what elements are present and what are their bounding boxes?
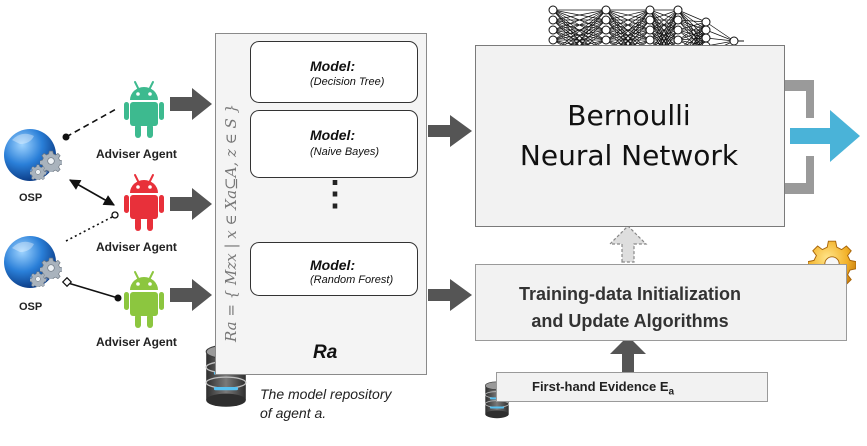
nn-node bbox=[673, 35, 683, 45]
training-algorithms-title: Training-data Initialization and Update … bbox=[518, 284, 741, 331]
android-agent-icon-2 bbox=[124, 174, 164, 232]
nn-edge bbox=[649, 29, 679, 41]
nn-edge bbox=[605, 29, 651, 41]
model-subtitle: (Decision Tree) bbox=[310, 76, 385, 88]
nn-edge bbox=[677, 21, 707, 41]
model-card-random-forest bbox=[250, 242, 418, 296]
osp-agent-connectors bbox=[61, 107, 122, 302]
nn-edge bbox=[677, 37, 707, 41]
nn-edge bbox=[705, 37, 735, 42]
nn-node bbox=[601, 5, 611, 15]
nn-edge bbox=[677, 29, 707, 41]
model-card-decision-tree bbox=[250, 41, 418, 103]
nn-edge bbox=[605, 9, 651, 31]
nn-edge bbox=[677, 19, 707, 23]
agent-label-3: Adviser Agent bbox=[96, 335, 177, 349]
nn-edge bbox=[705, 29, 735, 42]
nn-node bbox=[701, 17, 711, 27]
nn-node bbox=[548, 15, 558, 25]
evidence-label: First-hand Evidence Ea bbox=[532, 379, 675, 398]
model-title: Model: bbox=[310, 58, 356, 74]
agent-to-repo-arrows bbox=[170, 88, 212, 311]
nn-edge bbox=[552, 9, 607, 41]
nn-edge bbox=[552, 29, 607, 41]
model-card-naive-bayes bbox=[250, 110, 418, 178]
nn-node bbox=[673, 5, 683, 15]
nn-node bbox=[645, 35, 655, 45]
repo-output-arrows bbox=[428, 115, 472, 311]
training-to-bnn-arrow bbox=[608, 225, 648, 263]
model-subtitle: (Naive Bayes) bbox=[310, 146, 380, 158]
nn-edge bbox=[605, 19, 651, 41]
nn-node bbox=[645, 15, 655, 25]
nn-edge bbox=[649, 9, 679, 21]
nn-edge bbox=[649, 9, 679, 41]
nn-node bbox=[601, 35, 611, 45]
nn-node bbox=[601, 15, 611, 25]
model-subtitle: (Random Forest) bbox=[310, 274, 394, 286]
more-models-ellipsis: ⋮ bbox=[318, 175, 352, 213]
model-title: Model: bbox=[310, 257, 356, 273]
nn-edge bbox=[677, 9, 707, 23]
nn-edge bbox=[649, 9, 679, 31]
repository-label: Ra bbox=[313, 342, 338, 363]
nn-node bbox=[673, 15, 683, 25]
nn-node bbox=[548, 5, 558, 15]
model-title: Model: bbox=[310, 127, 356, 143]
nn-node bbox=[701, 25, 711, 35]
android-agent-icon-1 bbox=[124, 81, 164, 139]
nn-node bbox=[701, 33, 711, 43]
nn-node bbox=[601, 25, 611, 35]
nn-edge bbox=[552, 19, 607, 41]
nn-node bbox=[645, 25, 655, 35]
training-algorithms-box bbox=[475, 264, 847, 341]
nn-edge bbox=[705, 21, 735, 42]
osp-label-1: OSP bbox=[19, 192, 43, 204]
nn-node bbox=[548, 35, 558, 45]
agent-label-1: Adviser Agent bbox=[96, 147, 177, 161]
evidence-box bbox=[496, 372, 768, 402]
nn-edge bbox=[605, 9, 651, 41]
repository-caption: The model repository of agent a. bbox=[260, 386, 392, 421]
osp-globe-icon-1 bbox=[4, 129, 62, 181]
output-arrow-icon bbox=[790, 110, 860, 162]
nn-edge bbox=[649, 19, 679, 41]
bnn-box bbox=[475, 45, 785, 227]
nn-edge bbox=[605, 9, 651, 21]
nn-edge bbox=[677, 21, 707, 31]
nn-node bbox=[645, 5, 655, 15]
agent-label-2: Adviser Agent bbox=[96, 240, 177, 254]
evidence-to-training-arrow bbox=[610, 336, 646, 372]
nn-node bbox=[729, 36, 739, 46]
bnn-side-brackets bbox=[784, 80, 814, 194]
android-agent-icon-3 bbox=[124, 271, 164, 329]
repository-formula: Ra = { Mzx | x ∈ Xa⊆A, z ∈ S } bbox=[222, 103, 240, 342]
bnn-title: Bernoulli Neural Network bbox=[519, 99, 739, 172]
osp-label-2: OSP bbox=[19, 301, 43, 313]
nn-node bbox=[548, 25, 558, 35]
nn-edge bbox=[552, 9, 607, 31]
nn-node bbox=[673, 25, 683, 35]
osp-globe-icon-2 bbox=[4, 236, 62, 288]
nn-edge bbox=[552, 9, 607, 21]
